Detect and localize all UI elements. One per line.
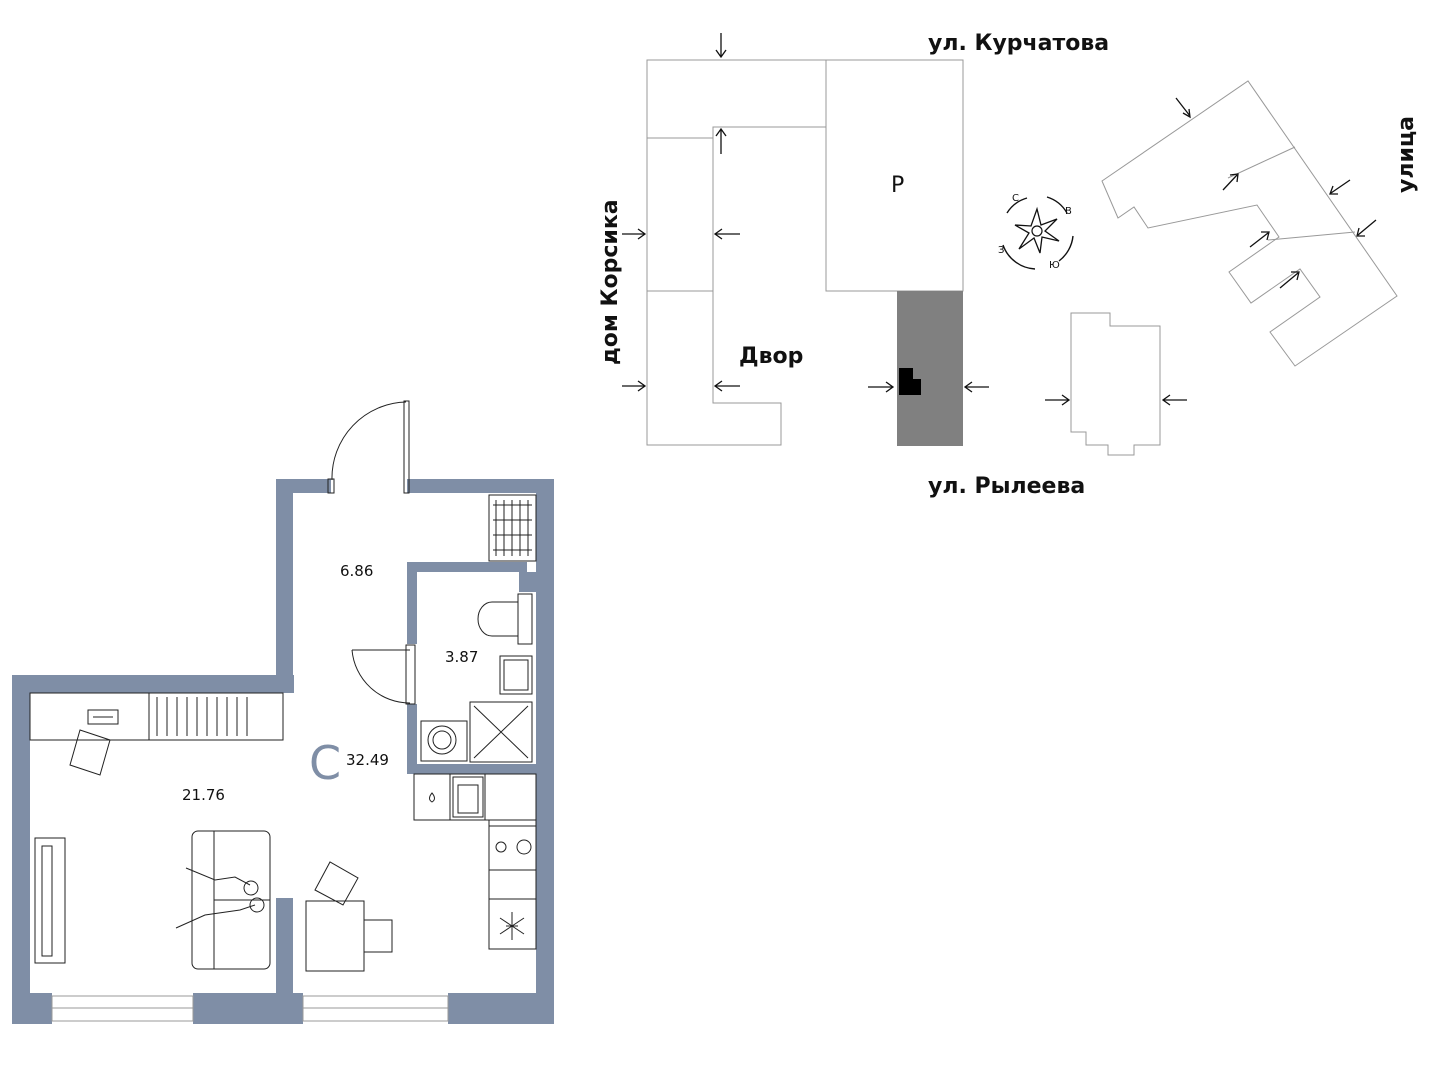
compass-west: З (998, 245, 1004, 256)
windows (51, 995, 449, 1022)
bathroom-fixtures (420, 593, 533, 763)
kitchen (413, 773, 537, 950)
building-middle (1070, 312, 1161, 456)
tv-stand-icon (34, 837, 66, 964)
building-east (1101, 80, 1398, 367)
type-label: С (309, 736, 341, 790)
floor-plan: 6.86 3.87 21.76 32.49 С (12, 400, 554, 1024)
entrance-door (327, 400, 410, 494)
compass-ring (1002, 196, 1074, 270)
toilet-icon (477, 601, 518, 637)
target-building-marker (899, 368, 921, 395)
snowflake-icon (499, 912, 525, 940)
desk-chair-icon (69, 729, 111, 776)
compass-south: Ю (1049, 260, 1060, 271)
building-west (646, 59, 827, 446)
parking-label: Р (891, 173, 904, 198)
living-furniture (29, 692, 393, 972)
street-east-label: улица (1394, 116, 1419, 193)
entrance-arrows (622, 33, 1377, 406)
street-north-label: ул. Курчатова (928, 31, 1109, 56)
bathroom-door (351, 644, 416, 705)
dining-table-icon (305, 900, 365, 972)
radiator-hall (488, 494, 537, 562)
street-south-label: ул. Рылеева (928, 474, 1085, 499)
stove-burner-icon (495, 841, 507, 853)
compass-east: В (1065, 206, 1072, 217)
compass-north: С (1012, 193, 1019, 204)
walls (12, 479, 554, 1024)
radiator-living (148, 692, 284, 741)
yard-label: Двор (739, 344, 803, 369)
compass-star-icon (1014, 206, 1060, 254)
compass: С В Ю З (998, 193, 1074, 271)
parking-block (825, 59, 964, 292)
water-drop-icon (429, 792, 435, 803)
living-area: 21.76 (182, 786, 225, 804)
shower-icon (469, 701, 533, 763)
dining-chair-icon (314, 861, 359, 906)
person-icon (175, 867, 256, 929)
house-west-label: дом Корсика (598, 199, 623, 365)
hall-area: 6.86 (340, 562, 373, 580)
sink-icon (499, 655, 533, 695)
total-area: 32.49 (346, 751, 389, 769)
site-plan (646, 59, 1398, 456)
washer-icon (420, 720, 468, 762)
bathroom-area: 3.87 (445, 648, 478, 666)
kitchen-sink-icon (452, 776, 484, 818)
